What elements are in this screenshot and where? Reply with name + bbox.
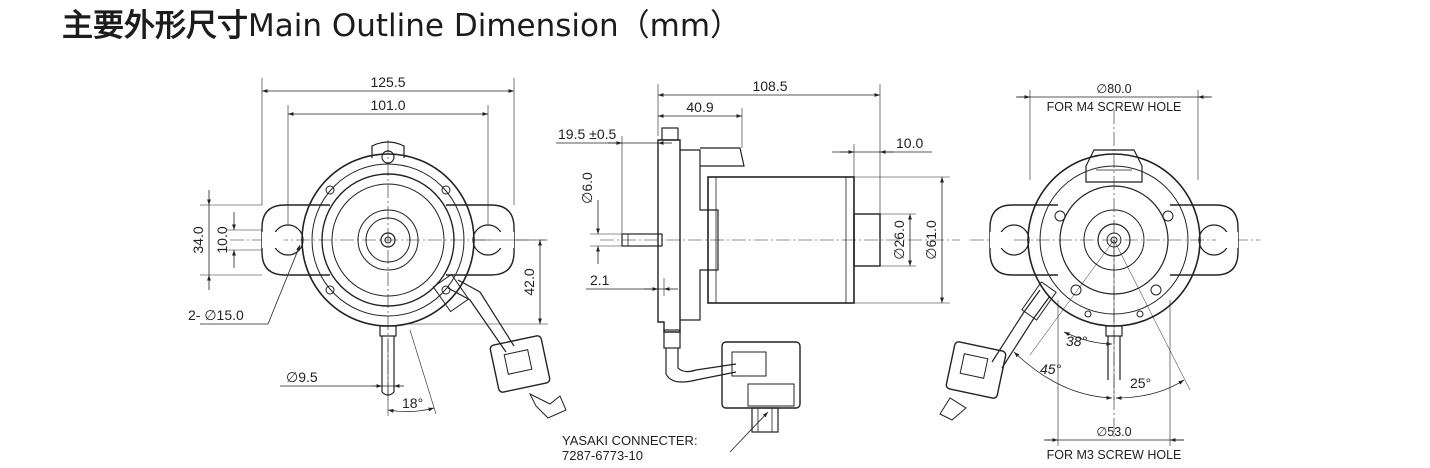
title-chinese: 主要外形尺寸 [62,8,248,44]
angle-38: 38° [1066,333,1088,349]
dim-height-inner: 10.0 [214,226,230,253]
connector-label-line2: 7287-6773-10 [562,448,643,463]
dim-m3-label: FOR M3 SCREW HOLE [1047,448,1182,462]
rear-view-labels: ∅80.0 FOR M4 SCREW HOLE ∅53.0 FOR M3 SCR… [1040,82,1181,462]
dim-flange: 40.9 [686,99,713,115]
dim-m4-dia: ∅80.0 [1096,82,1131,96]
title-english: Main Outline Dimension（mm） [248,8,742,44]
dim-angle: 18° [402,395,423,411]
dim-boss: 10.0 [896,135,923,151]
dim-holes: 2- ∅15.0 [188,307,244,323]
dim-m3-dia: ∅53.0 [1096,425,1131,439]
dim-overall-width: 125.5 [370,74,405,90]
dim-offset: 42.0 [521,268,537,295]
angle-45: 45° [1040,361,1062,377]
front-view [200,78,567,419]
dim-length: 108.5 [752,78,787,94]
dim-tube: ∅9.5 [286,369,318,385]
dim-shaft-ext: 19.5 ±0.5 [558,126,616,142]
dim-boss-dia: ∅26.0 [891,220,907,260]
rear-view [939,90,1260,446]
dim-height-outer: 34.0 [190,226,206,253]
dim-body-dia: ∅61.0 [923,220,939,260]
dim-shaft-dia: ∅6.0 [579,172,595,204]
page-title: 主要外形尺寸Main Outline Dimension（mm） [62,6,741,46]
side-view-labels: 108.5 40.9 19.5 ±0.5 10.0 ∅6.0 ∅26.0 ∅61… [558,78,939,463]
front-view-labels: 125.5 101.0 34.0 10.0 42.0 2- ∅15.0 ∅9.5… [188,74,537,411]
side-view [556,84,960,453]
dim-mount-pitch: 101.0 [370,97,405,113]
connector-label-line1: YASAKI CONNECTER: [562,433,698,448]
dim-step: 2.1 [590,272,610,288]
dim-m4-label: FOR M4 SCREW HOLE [1047,100,1182,114]
angle-25: 25° [1130,375,1151,391]
